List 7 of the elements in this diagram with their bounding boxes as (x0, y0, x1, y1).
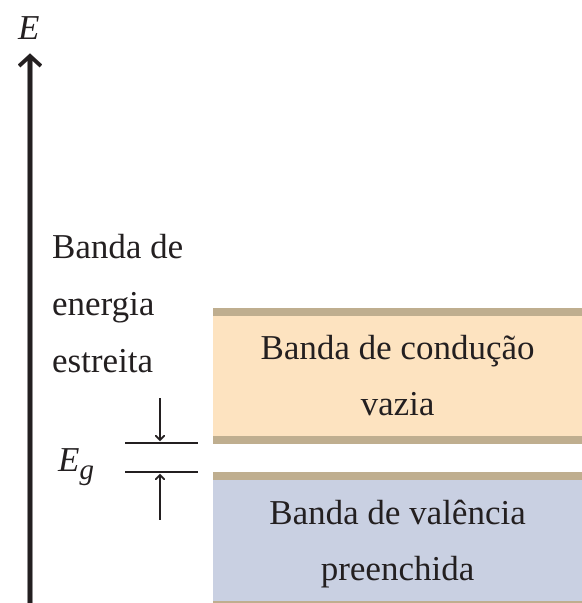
energy-band (213, 308, 582, 444)
energy-band (213, 472, 582, 603)
axis-label: E (18, 7, 40, 49)
band-label: Banda de condução vazia (259, 327, 536, 425)
band-label: Banda de valência preenchida (268, 492, 527, 590)
gap-label: E$_{g}$ (58, 439, 95, 488)
annotation-text: Banda de energia estreita (52, 226, 184, 382)
